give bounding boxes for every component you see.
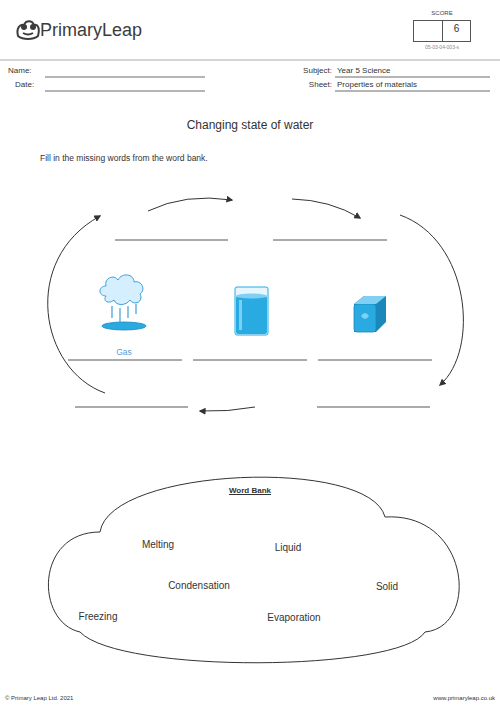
worksheet-title: Changing state of water	[187, 119, 314, 133]
score-cells	[413, 20, 471, 42]
word-option: Solid	[376, 581, 398, 593]
answer-blanks	[68, 240, 432, 407]
logo-frog	[17, 21, 38, 39]
word-option: Freezing	[79, 611, 118, 623]
score-box: SCORE6	[413, 9, 471, 43]
form-field: Subject:	[303, 66, 332, 75]
copyright: © Primary Leap Ltd. 2021	[5, 695, 73, 702]
cloud-outline-path	[48, 477, 459, 663]
word-option: Condensation	[168, 580, 230, 592]
form-lines	[45, 77, 490, 91]
sheet-code: 05-03-04-003-s	[425, 45, 459, 51]
score-value: 6	[454, 23, 460, 35]
instruction: Fill in the missing words from the word …	[40, 154, 208, 164]
score-heading: SCORE	[431, 10, 452, 17]
water-glass-picture	[235, 287, 268, 335]
form-field: Name:	[8, 66, 32, 75]
form-value: Year 5 Science	[337, 66, 391, 75]
word-option: Evaporation	[267, 612, 320, 624]
word-bank-heading: Word Bank	[229, 486, 271, 495]
word-option: Melting	[142, 539, 174, 551]
form-field: Date:	[15, 80, 34, 89]
website: www.primaryleap.co.uk	[433, 695, 495, 702]
ice-cube-picture	[354, 296, 386, 332]
score-divider	[442, 21, 443, 41]
word-option: Liquid	[275, 542, 302, 554]
example-answer: Gas	[116, 348, 132, 358]
form-field: Sheet:	[309, 80, 332, 89]
form-value: Properties of materials	[337, 80, 417, 89]
steam-picture	[100, 275, 146, 330]
brand-name: PrimaryLeap	[40, 20, 142, 41]
cycle-arrows	[48, 198, 464, 411]
word-bank-cloud: Word BankMelting LiquidCondensation SolidF…	[40, 462, 470, 668]
header-rule	[0, 60, 500, 61]
